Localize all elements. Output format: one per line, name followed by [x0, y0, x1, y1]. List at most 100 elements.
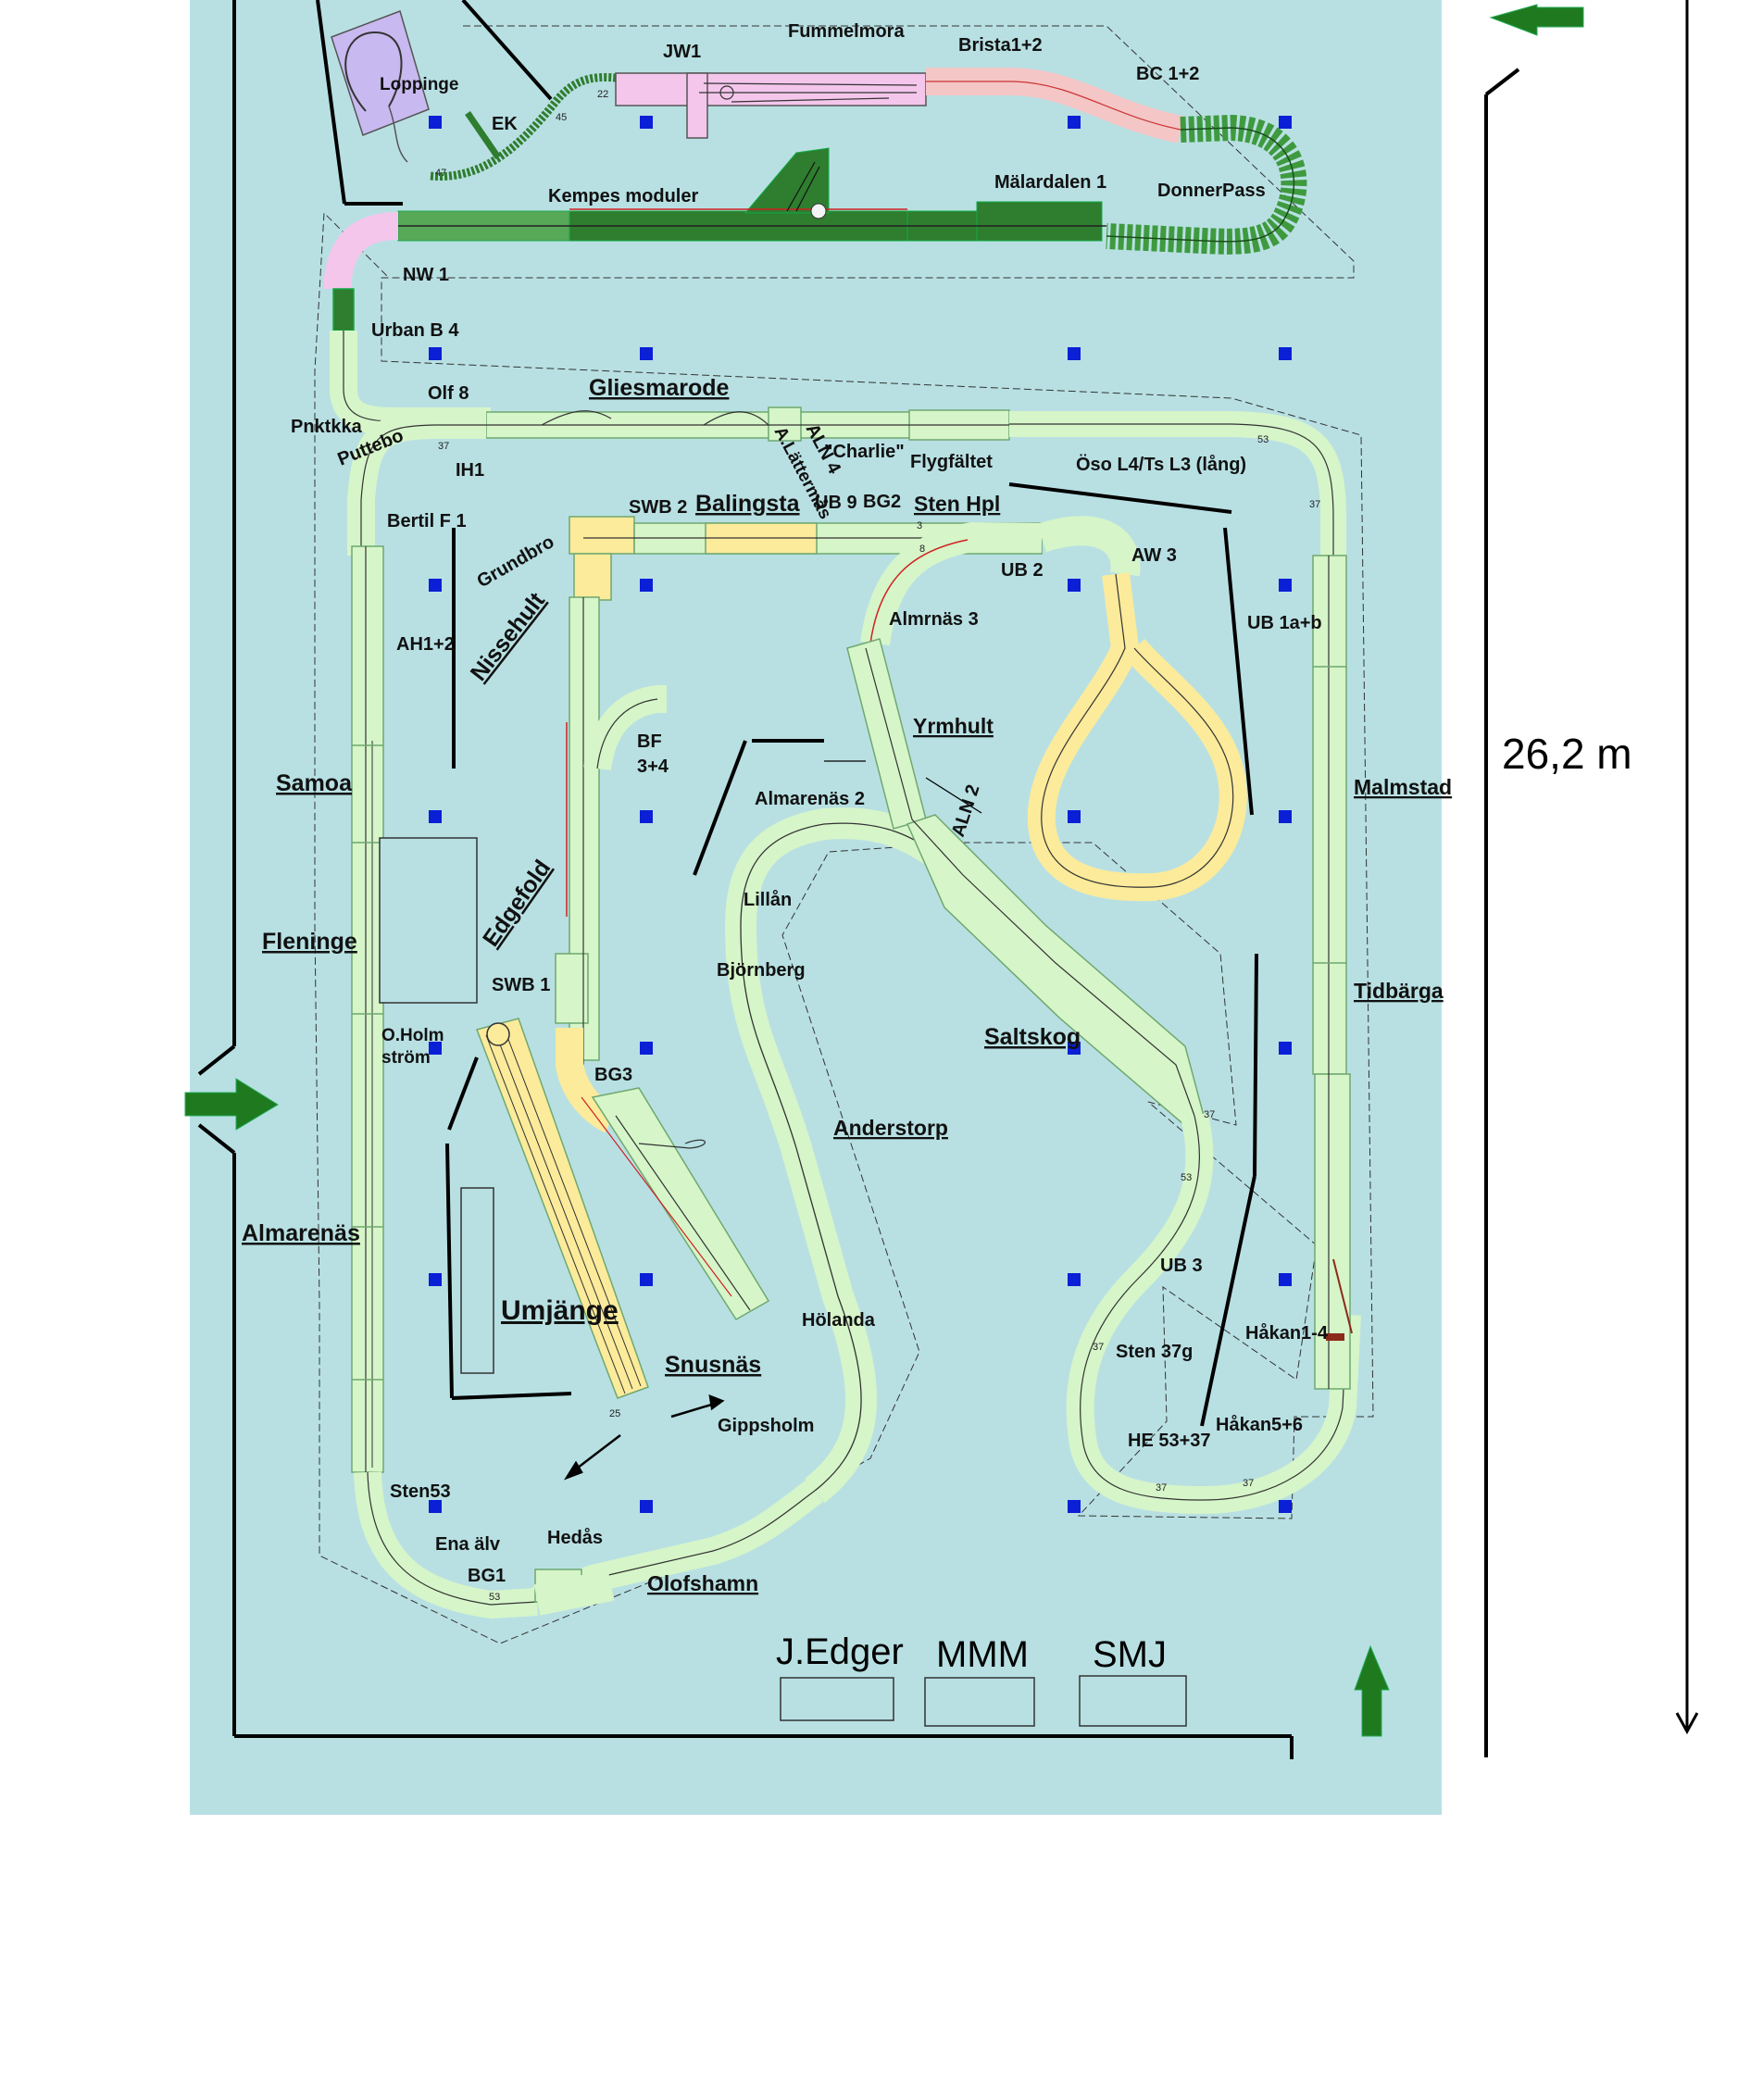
label-snusnas: Snusnäs — [665, 1352, 761, 1378]
label-hakan56: Håkan5+6 — [1216, 1414, 1303, 1435]
column-marker — [1279, 1042, 1292, 1055]
column-marker — [640, 579, 653, 592]
booth-mmm-label: MMM — [936, 1634, 1029, 1675]
label-enaalv: Ena älv — [435, 1534, 501, 1555]
column-marker — [429, 1042, 442, 1055]
module-central-scurve-track — [740, 822, 964, 1492]
label-swb2: SWB 2 — [629, 497, 687, 518]
label-hedas: Hedås — [547, 1527, 603, 1548]
module-number: 37 — [1204, 1109, 1215, 1120]
module-outer-loop — [324, 212, 1346, 1619]
direction-arrows — [563, 760, 982, 1481]
label-bf34-b: 3+4 — [637, 756, 669, 777]
module-olofshamn — [533, 1569, 615, 1616]
module-yrmhult-saltskog — [846, 516, 1361, 1515]
column-marker — [1068, 579, 1081, 592]
column-marker — [1068, 810, 1081, 823]
module-number: 53 — [489, 1592, 500, 1603]
module-ek — [465, 111, 501, 159]
label-yrmhult: Yrmhult — [913, 714, 994, 738]
column-marker — [429, 116, 442, 129]
label-bg1: BG1 — [468, 1566, 506, 1586]
column-marker — [429, 1500, 442, 1513]
support-columns — [429, 116, 1292, 1513]
column-marker — [640, 1042, 653, 1055]
column-marker — [429, 579, 442, 592]
label-bertilf1: Bertil F 1 — [387, 511, 467, 531]
label-almarenas2: Almarenäs 2 — [755, 789, 865, 809]
label-umjange: Umjänge — [501, 1295, 619, 1326]
label-oholm-b: ström — [381, 1048, 431, 1068]
label-bg2: BG2 — [863, 492, 901, 512]
module-number: 53 — [1181, 1172, 1192, 1183]
label-tidbarga: Tidbärga — [1354, 979, 1444, 1003]
label-oso: Öso L4/Ts L3 (lång) — [1076, 454, 1246, 475]
column-marker — [1279, 116, 1292, 129]
label-urbanb4: Urban B 4 — [371, 320, 459, 341]
module-donnerpass-track — [1106, 127, 1295, 243]
label-jw1: JW1 — [663, 42, 701, 62]
label-gippsholm: Gippsholm — [718, 1416, 814, 1436]
label-holanda: Hölanda — [802, 1310, 876, 1331]
module-curve-upper-left — [430, 73, 617, 181]
column-marker — [1068, 1042, 1081, 1055]
dimension-label: 26,2 m — [1502, 730, 1632, 778]
label-ih1: IH1 — [456, 460, 484, 481]
column-marker — [640, 116, 653, 129]
module-kempes-malardalen — [397, 147, 1106, 242]
column-marker — [1279, 810, 1292, 823]
column-marker — [640, 1273, 653, 1286]
module-loppinge — [331, 10, 430, 163]
module-number: 47 — [435, 168, 446, 179]
label-aw3: AW 3 — [1131, 545, 1177, 566]
label-kempes: Kempes moduler — [548, 186, 698, 206]
column-marker — [1279, 1500, 1292, 1513]
label-loppinge: Loppinge — [380, 75, 458, 94]
module-number: 25 — [609, 1408, 620, 1419]
module-aw3-track — [1041, 573, 1234, 888]
booths — [780, 1675, 1187, 1727]
module-number: 37 — [1243, 1478, 1254, 1489]
label-stenhpl: Sten Hpl — [914, 492, 1000, 516]
label-bg3: BG3 — [594, 1065, 632, 1085]
booth-edger-box — [780, 1677, 894, 1721]
hall-walls — [197, 0, 1520, 1759]
label-sten53: Sten53 — [390, 1481, 451, 1502]
column-marker — [429, 1273, 442, 1286]
label-anderstorp: Anderstorp — [833, 1116, 948, 1140]
label-ub2: UB 2 — [1001, 560, 1044, 581]
label-oholm-a: O.Holm — [381, 1026, 444, 1045]
label-samoa: Samoa — [276, 770, 353, 796]
label-malmstad: Malmstad — [1354, 775, 1452, 799]
column-marker — [1068, 1273, 1081, 1286]
module-number: 3 — [917, 520, 922, 531]
label-malardalen: Mälardalen 1 — [994, 172, 1106, 193]
booth-smj-label: SMJ — [1093, 1634, 1167, 1675]
module-right-column — [1312, 555, 1353, 1390]
module-number: 53 — [1257, 434, 1269, 445]
label-flygfaltet: Flygfältet — [910, 452, 993, 472]
module-jw1 — [615, 72, 927, 139]
label-ub1ab: UB 1a+b — [1247, 613, 1322, 633]
booth-mmm-box — [924, 1677, 1035, 1727]
column-marker — [640, 810, 653, 823]
label-sten37g: Sten 37g — [1116, 1342, 1193, 1362]
label-ah12: AH1+2 — [396, 634, 455, 655]
label-bc12: BC 1+2 — [1136, 64, 1199, 84]
column-marker — [429, 347, 442, 360]
label-ub3: UB 3 — [1160, 1256, 1203, 1276]
label-almarenas: Almarenäs — [242, 1220, 360, 1246]
column-marker — [1279, 579, 1292, 592]
label-charlie: "Charlie" — [824, 442, 905, 462]
label-saltskog: Saltskog — [984, 1024, 1081, 1050]
column-marker — [1279, 1273, 1292, 1286]
column-marker — [640, 1500, 653, 1513]
label-balingsta: Balingsta — [695, 491, 801, 517]
module-number: 8 — [919, 544, 925, 555]
label-swb1: SWB 1 — [492, 975, 550, 995]
label-lillan: Lillån — [744, 889, 792, 910]
label-olofshamn: Olofshamn — [647, 1571, 758, 1595]
label-ek: EK — [492, 114, 518, 134]
booth-smj-box — [1079, 1675, 1187, 1727]
label-bjornberg: Björnberg — [717, 960, 806, 981]
